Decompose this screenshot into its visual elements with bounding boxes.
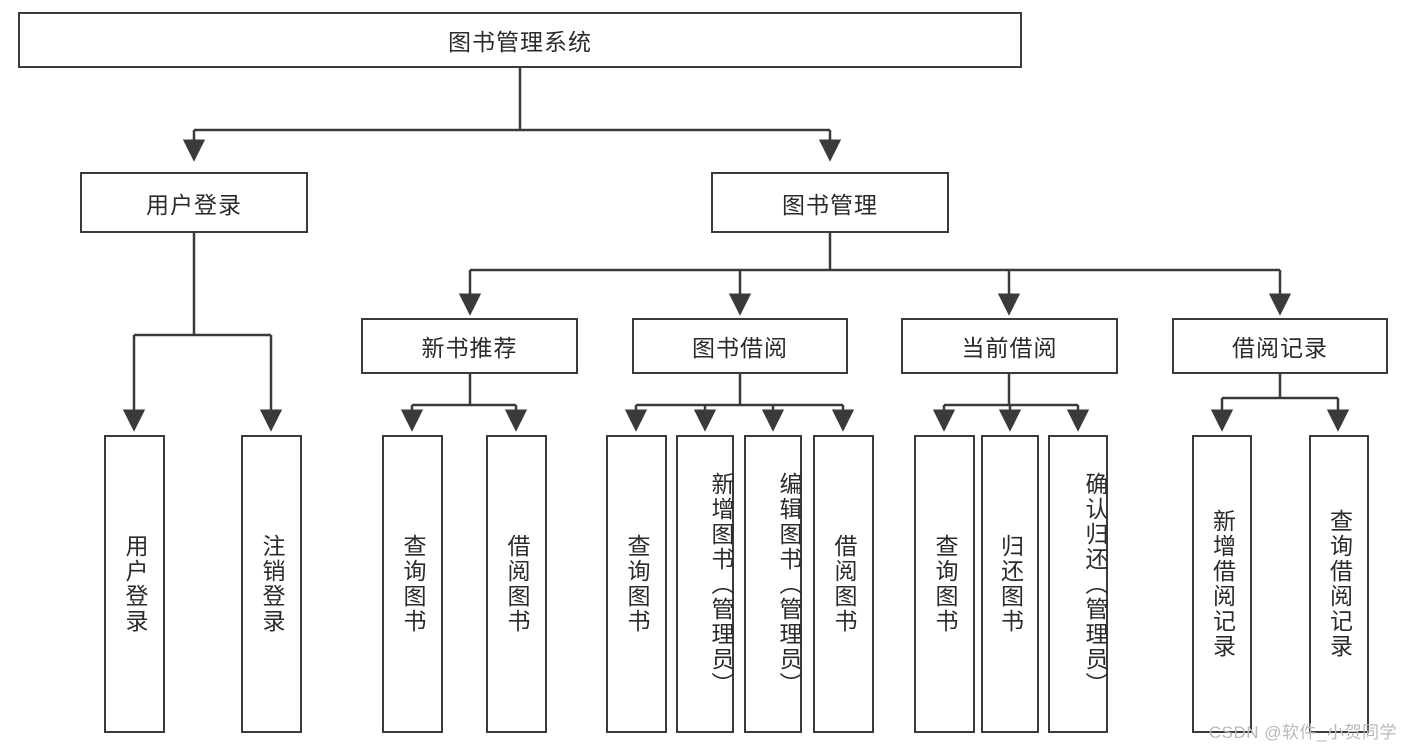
leaf-borrow-borrow-book[interactable]: 借阅图书 bbox=[813, 435, 874, 733]
leaf-record-query-borrow-record[interactable]: 查询借阅记录 bbox=[1309, 435, 1369, 733]
leaf-user-login-logout[interactable]: 注销登录 bbox=[241, 435, 302, 733]
node-label: 当前借阅 bbox=[961, 335, 1058, 361]
leaf-current-return-book[interactable]: 归还图书 bbox=[981, 435, 1039, 733]
node-book-borrow[interactable]: 图书借阅 bbox=[632, 318, 848, 374]
node-label: 归还图书 bbox=[997, 534, 1024, 634]
node-current-borrow[interactable]: 当前借阅 bbox=[901, 318, 1118, 374]
node-label: 借阅图书 bbox=[504, 534, 530, 634]
node-root-book-management-system[interactable]: 图书管理系统 bbox=[18, 12, 1022, 68]
csdn-watermark: CSDN @软件_小贺同学 bbox=[1208, 723, 1397, 742]
node-label: 新增借阅记录 bbox=[1209, 509, 1236, 659]
leaf-current-query-book[interactable]: 查询图书 bbox=[914, 435, 975, 733]
node-label: 图书借阅 bbox=[692, 335, 788, 361]
node-label: 用户登录 bbox=[122, 534, 148, 634]
node-label: 新增图书（管理员） bbox=[708, 471, 734, 697]
node-label: 注销登录 bbox=[259, 534, 285, 634]
node-label: 编辑图书（管理员） bbox=[776, 471, 802, 697]
node-label: 图书管理 bbox=[782, 191, 878, 218]
node-borrow-record[interactable]: 借阅记录 bbox=[1172, 318, 1388, 374]
leaf-record-add-borrow-record[interactable]: 新增借阅记录 bbox=[1192, 435, 1252, 733]
leaf-borrow-query-book[interactable]: 查询图书 bbox=[606, 435, 667, 733]
leaf-user-login-login[interactable]: 用户登录 bbox=[104, 435, 165, 733]
leaf-borrow-edit-book-admin[interactable]: 编辑图书（管理员） bbox=[744, 435, 802, 733]
node-label: 查询图书 bbox=[624, 534, 650, 634]
node-label: 图书管理系统 bbox=[448, 29, 592, 55]
node-label: 借阅图书 bbox=[831, 534, 857, 634]
leaf-borrow-add-book-admin[interactable]: 新增图书（管理员） bbox=[676, 435, 734, 733]
node-label: 查询借阅记录 bbox=[1326, 509, 1353, 659]
leaf-recommend-query-book[interactable]: 查询图书 bbox=[382, 435, 443, 733]
leaf-current-confirm-return-admin[interactable]: 确认归还（管理员） bbox=[1048, 435, 1108, 733]
node-label: 借阅记录 bbox=[1232, 335, 1328, 361]
node-new-book-recommend[interactable]: 新书推荐 bbox=[361, 318, 578, 374]
node-label: 确认归还（管理员） bbox=[1082, 471, 1108, 697]
node-label: 查询图书 bbox=[400, 534, 426, 634]
node-label: 查询图书 bbox=[932, 534, 958, 634]
node-label: 新书推荐 bbox=[421, 335, 518, 361]
node-user-login[interactable]: 用户登录 bbox=[80, 172, 308, 233]
leaf-recommend-borrow-book[interactable]: 借阅图书 bbox=[486, 435, 547, 733]
node-book-management[interactable]: 图书管理 bbox=[711, 172, 949, 233]
node-label: 用户登录 bbox=[146, 191, 242, 218]
